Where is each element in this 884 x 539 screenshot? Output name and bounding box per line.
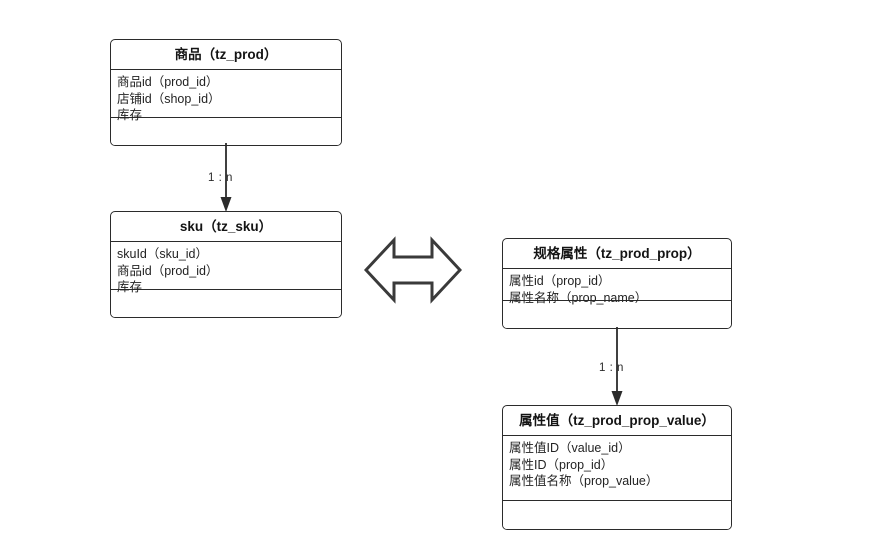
attribute-row: 属性值ID（value_id） [509, 441, 631, 455]
entity-methods-tz-prod-prop-value [503, 501, 731, 529]
entity-methods-tz-sku [111, 290, 341, 317]
attribute-row: 属性ID（prop_id） [509, 457, 614, 472]
relationship-label-prop-to-value: 1 : n [599, 362, 624, 374]
attribute-row: 库存 [117, 280, 143, 294]
entity-attributes-tz-prod-prop-value: 属性值ID（value_id） 属性ID（prop_id） 属性值名称（prop… [503, 436, 731, 501]
relationship-arrow-prop-to-value [611, 327, 623, 406]
entity-title-tz-prod-prop-value: 属性值（tz_prod_prop_value） [503, 406, 731, 436]
entity-title-tz-prod: 商品（tz_prod） [111, 40, 341, 70]
attribute-row: 库存 [117, 108, 143, 122]
entity-attributes-tz-prod-prop: 属性id（prop_id） 属性名称（prop_name） [503, 269, 731, 305]
entity-box-tz-prod-prop[interactable]: 规格属性（tz_prod_prop） 属性id（prop_id） 属性名称（pr… [502, 238, 732, 329]
attribute-row: 属性值名称（prop_value） [509, 474, 659, 488]
entity-methods-tz-prod [111, 118, 341, 145]
entity-box-tz-sku[interactable]: sku（tz_sku） skuId（sku_id） 商品id（prod_id） … [110, 211, 342, 318]
attribute-row: 属性名称（prop_name） [509, 290, 648, 305]
relationship-arrow-prod-to-sku [220, 143, 232, 212]
attribute-row: 商品id（prod_id） [117, 75, 219, 89]
relationship-label-prod-to-sku: 1 : n [208, 172, 233, 184]
entity-box-tz-prod[interactable]: 商品（tz_prod） 商品id（prod_id） 店铺id（shop_id） … [110, 39, 342, 146]
entity-box-tz-prod-prop-value[interactable]: 属性值（tz_prod_prop_value） 属性值ID（value_id） … [502, 405, 732, 530]
entity-methods-tz-prod-prop [503, 301, 731, 328]
entity-title-tz-sku: sku（tz_sku） [111, 212, 341, 242]
entity-attributes-tz-sku: skuId（sku_id） 商品id（prod_id） 库存 [111, 242, 341, 294]
attribute-row: skuId（sku_id） [117, 247, 209, 261]
entity-title-tz-prod-prop: 规格属性（tz_prod_prop） [503, 239, 731, 269]
attribute-row: 属性id（prop_id） [509, 274, 611, 288]
entity-attributes-tz-prod: 商品id（prod_id） 店铺id（shop_id） 库存 [111, 70, 341, 122]
attribute-row: 店铺id（shop_id） [117, 91, 221, 106]
attribute-row: 商品id（prod_id） [117, 263, 219, 278]
double-headed-arrow-icon [364, 236, 462, 304]
